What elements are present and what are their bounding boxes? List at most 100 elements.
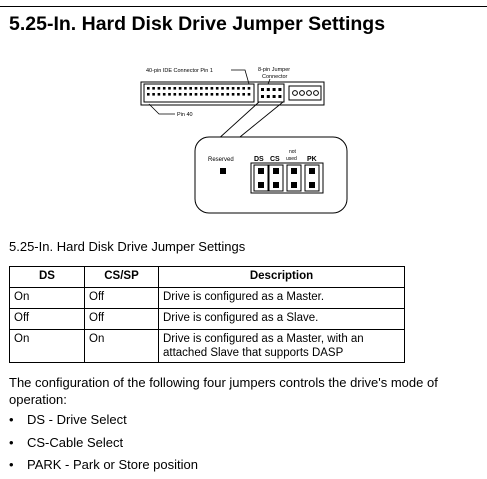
list-item: • DS - Drive Select (9, 411, 198, 434)
jumper-connector-pins (261, 88, 282, 98)
jumper-pin (258, 182, 264, 188)
cell-description: Drive is configured as a Master, with an… (158, 329, 405, 363)
list-item: • CS-Cable Select (9, 434, 198, 457)
ide-pin (231, 87, 235, 90)
ide-pin (178, 87, 182, 90)
jumper-pin (272, 95, 276, 98)
connector-pin1-label: 40-pin IDE Connector Pin 1 (146, 68, 213, 74)
jumper-pin (261, 95, 264, 98)
header-cs-sp: CS/SP (84, 266, 159, 288)
header-description: Description (158, 266, 405, 288)
jumper-list: • DS - Drive Select • CS-Cable Select •PAR… (9, 411, 198, 479)
pin40-label: Pin 40 (177, 112, 193, 118)
ide-pin (173, 93, 177, 96)
ide-pin (189, 87, 192, 90)
jumper-settings-table: DS CS/SP Description On Off Drive is con… (9, 266, 405, 363)
cell-cs-sp: Off (84, 308, 159, 330)
ide-pin (226, 87, 230, 90)
ide-pin (237, 93, 240, 96)
table-header-row: DS CS/SP Description (9, 266, 405, 288)
ide-pin (205, 93, 208, 96)
ide-pin (168, 93, 171, 96)
reserved-pin (220, 168, 226, 174)
figure-caption: 5.25-In. Hard Disk Drive Jumper Settings (9, 239, 246, 254)
power-connector (292, 90, 319, 96)
jumper-pin (309, 182, 315, 188)
jumper-column (268, 164, 284, 192)
jumper-pin (278, 95, 282, 98)
jumper-pin (278, 88, 282, 91)
jumper-pin (291, 182, 297, 188)
top-rule (0, 6, 487, 7)
ide-pin (210, 87, 214, 90)
jumper-connector-label-1: 8-pin Jumper (258, 67, 290, 73)
ide-pin (157, 93, 161, 96)
ide-pin (231, 93, 235, 96)
ide-pin (221, 87, 224, 90)
jumper-pin (291, 168, 297, 174)
ide-pin (226, 93, 230, 96)
ide-pin (215, 93, 219, 96)
ide-pin (147, 87, 150, 90)
cell-ds: On (9, 329, 85, 363)
ide-pin (210, 93, 214, 96)
ide-pin (221, 93, 224, 96)
cell-description: Drive is configured as a Master. (158, 287, 405, 309)
jumper-pin (258, 168, 264, 174)
list-item-text: DS - Drive Select (27, 412, 127, 427)
pk-label: PK (307, 156, 317, 163)
ide-pin (215, 87, 219, 90)
cell-cs-sp: Off (84, 287, 159, 309)
bullet-icon: • (9, 434, 14, 450)
ide-pin (194, 93, 198, 96)
table-row: Off Off Drive is configured as a Slave. (9, 308, 405, 330)
jumper-column (253, 164, 269, 192)
bullet-icon: • (9, 412, 14, 427)
jumper-diagram: 40-pin IDE Connector Pin 1 8-pin Jumper … (140, 67, 348, 214)
used-label: used (286, 156, 297, 162)
ide-pin (194, 87, 198, 90)
jumper-pin (266, 95, 270, 98)
bullet-icon: • (9, 457, 14, 472)
jumper-pin (309, 168, 315, 174)
list-item: •PARK - Park or Store position (9, 456, 198, 479)
ide-pin (242, 87, 245, 90)
ide-pin (184, 93, 187, 96)
jumper-column (286, 164, 302, 192)
cell-ds: Off (9, 308, 85, 330)
ide-pin (237, 87, 240, 90)
ide-pin (162, 93, 166, 96)
cell-cs-sp: On (84, 329, 159, 363)
jumper-pin (272, 88, 276, 91)
cell-description: Drive is configured as a Slave. (158, 308, 405, 330)
ide-pin (168, 87, 171, 90)
ide-pin (147, 93, 150, 96)
ide-pin (189, 93, 192, 96)
ide-pin (152, 93, 155, 96)
ide-pin (173, 87, 177, 90)
jumper-block-detail (250, 162, 324, 194)
drive-back-panel (140, 81, 325, 106)
ide-pin (247, 87, 251, 90)
cell-ds: On (9, 287, 85, 309)
ide-pin (184, 87, 187, 90)
jumper-column (304, 164, 320, 192)
ide-pin (178, 93, 182, 96)
reserved-label: Reserved (208, 157, 234, 163)
table-row: On On Drive is configured as a Master, w… (9, 329, 405, 363)
ide-pin (205, 87, 208, 90)
jumper-pin (273, 168, 279, 174)
list-item-text: CS-Cable Select (27, 434, 124, 450)
not-label: not (289, 149, 297, 155)
ide-pin (247, 93, 251, 96)
ide-connector-pins (147, 87, 251, 96)
jumper-pin (261, 88, 264, 91)
cs-label: CS (270, 156, 280, 163)
ide-pin (162, 87, 166, 90)
table-row: On Off Drive is configured as a Master. (9, 287, 405, 309)
jumper-pin (266, 88, 270, 91)
jumper-connector-label-2: Connector (262, 74, 288, 80)
header-ds: DS (9, 266, 85, 288)
configuration-paragraph: The configuration of the following four … (9, 375, 438, 407)
ide-pin (242, 93, 245, 96)
